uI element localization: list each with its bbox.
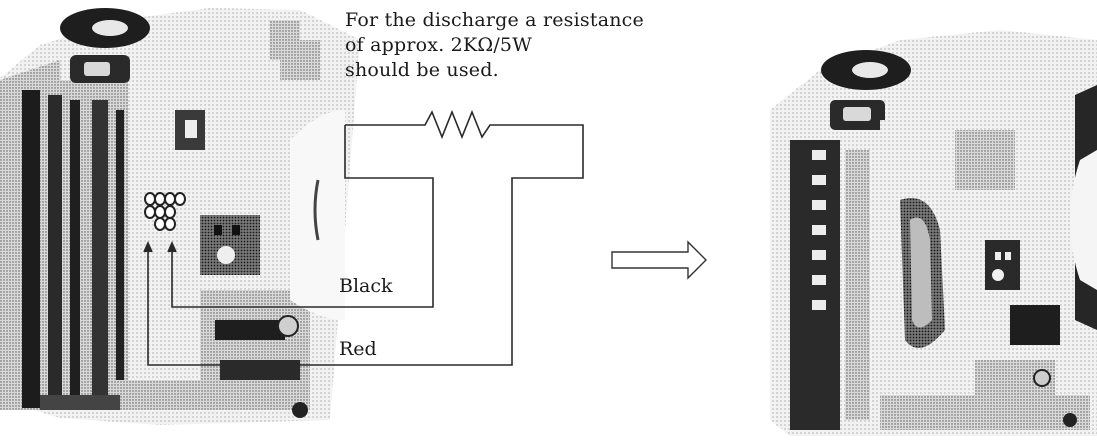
right-arrow-icon: [611, 240, 707, 280]
red-wire-label: Red: [339, 338, 377, 360]
resistor-symbol: [412, 109, 500, 140]
discharge-circuit: [143, 109, 584, 366]
note-line-3: should be used.: [345, 59, 499, 81]
note-line-1: For the discharge a resistance: [345, 9, 644, 31]
left-device-photo: [0, 8, 360, 425]
note-line-2: of approx. 2KΩ/5W: [345, 34, 532, 56]
right-device-photo: [770, 30, 1097, 436]
black-wire-label: Black: [339, 275, 393, 297]
wire-loop-outer: [147, 124, 584, 366]
wire-loop-inner: [171, 125, 434, 308]
discharge-note: For the discharge a resistance of approx…: [345, 8, 705, 83]
